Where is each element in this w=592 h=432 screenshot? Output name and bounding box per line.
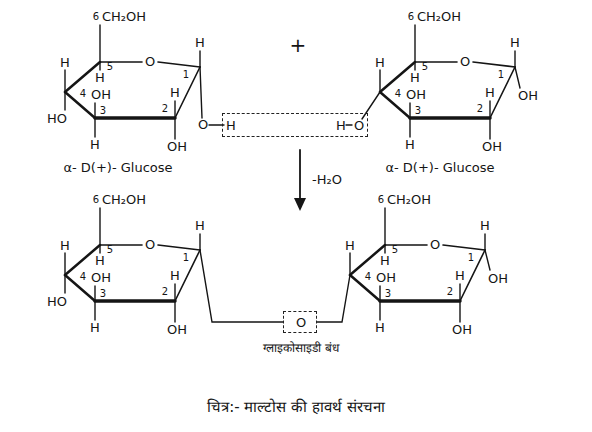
- carbon-number: 2: [447, 286, 453, 297]
- carbon-number: 1: [498, 69, 504, 80]
- bond: [485, 250, 490, 270]
- plus-sign: +: [290, 34, 307, 56]
- atom-label: OH: [167, 140, 187, 154]
- figure-caption: चित्र:- माल्टोस की हावर्थ संरचना: [0, 396, 592, 416]
- bond-name: ग्लाइकोसाइडी बंध: [246, 342, 356, 355]
- bond: [64, 275, 65, 293]
- atom-label: OH: [91, 88, 111, 102]
- bond: [346, 124, 352, 125]
- carbon-number: 2: [477, 103, 483, 114]
- atom-label: H: [380, 254, 390, 268]
- glucose-ring: [65, 208, 200, 322]
- bond: [362, 92, 380, 119]
- glycosidic-bond: [317, 275, 350, 322]
- atom-label: H: [510, 36, 520, 50]
- atom-label: H: [60, 56, 70, 70]
- arrow-head: [294, 198, 306, 211]
- carbon-number: 4: [395, 88, 401, 99]
- carbon-number: 5: [107, 61, 113, 72]
- atom-label: H: [170, 269, 180, 283]
- atom-label: O: [430, 238, 440, 252]
- atom-label: O: [296, 316, 306, 330]
- atom-label: O: [354, 119, 364, 133]
- atom-label: H: [480, 219, 490, 233]
- atom-label: OH: [452, 323, 472, 337]
- carbon-number: 1: [183, 252, 189, 263]
- glycosidic-oxygen-box: Oग्लाइकोसाइडी बंध: [283, 311, 317, 333]
- atom-label: CH₂OH: [102, 193, 146, 207]
- carbon-number: 4: [80, 88, 86, 99]
- atom-label: OH: [167, 323, 187, 337]
- atom-label: CH₂OH: [387, 193, 431, 207]
- atom-label: H: [345, 239, 355, 253]
- atom-label: H: [195, 219, 205, 233]
- reaction-condition: -H₂O: [312, 173, 342, 187]
- atom-label: HO: [47, 295, 67, 309]
- bond: [200, 67, 202, 118]
- glycosidic-bond: [200, 250, 283, 322]
- atom-label: H: [195, 36, 205, 50]
- atom-label: H: [485, 86, 495, 100]
- atom-label: H: [375, 56, 385, 70]
- atom-label: O: [460, 55, 470, 69]
- reaction-arrow: [299, 150, 301, 200]
- atom-label: OH: [406, 88, 426, 102]
- atom-label: O: [145, 55, 155, 69]
- carbon-number: 4: [365, 271, 371, 282]
- carbon-number: 3: [100, 288, 106, 299]
- carbon-number: 5: [392, 244, 398, 255]
- atom-label: H: [90, 138, 100, 152]
- atom-label: OH: [376, 271, 396, 285]
- atom-label: OH: [518, 89, 538, 103]
- atom-label: H: [95, 71, 105, 85]
- atom-label: H: [170, 86, 180, 100]
- atom-label: OH: [488, 272, 508, 286]
- atom-label: H: [60, 239, 70, 253]
- carbon-number: 2: [162, 103, 168, 114]
- carbon-number: 1: [183, 69, 189, 80]
- carbon-number: 3: [100, 105, 106, 116]
- carbon-number: 2: [162, 286, 168, 297]
- glucose-ring: [350, 208, 485, 322]
- carbon-number: 6: [93, 11, 99, 22]
- atom-label: H: [455, 269, 465, 283]
- carbon-number: 5: [107, 244, 113, 255]
- carbon-number: 3: [415, 105, 421, 116]
- atom-label: HO: [47, 112, 67, 126]
- atom-label: H: [405, 138, 415, 152]
- carbon-number: 1: [468, 252, 474, 263]
- glucose-ring: [65, 25, 200, 139]
- molecule-name: α- D(+)- Glucose: [385, 161, 494, 175]
- carbon-number: 6: [93, 194, 99, 205]
- atom-label: H: [90, 321, 100, 335]
- atom-label: H: [226, 119, 236, 133]
- carbon-number: 5: [422, 61, 428, 72]
- atom-label: H: [95, 254, 105, 268]
- bond: [515, 67, 520, 88]
- carbon-number: 6: [408, 11, 414, 22]
- atom-label: H: [375, 321, 385, 335]
- atom-label: O: [145, 238, 155, 252]
- atom-label: OH: [482, 140, 502, 154]
- carbon-number: 3: [385, 288, 391, 299]
- atom-label: OH: [91, 271, 111, 285]
- atom-label: H: [410, 71, 420, 85]
- carbon-number: 6: [378, 194, 384, 205]
- glucose-ring: [380, 25, 515, 139]
- atom-label: CH₂OH: [417, 10, 461, 24]
- atom-label: CH₂OH: [102, 10, 146, 24]
- atom-label: H: [336, 119, 346, 133]
- bond: [64, 92, 65, 110]
- eliminated-water-box: HHO: [222, 113, 368, 137]
- atom-label: O: [198, 118, 208, 132]
- molecule-name: α- D(+)- Glucose: [63, 161, 172, 175]
- carbon-number: 4: [80, 271, 86, 282]
